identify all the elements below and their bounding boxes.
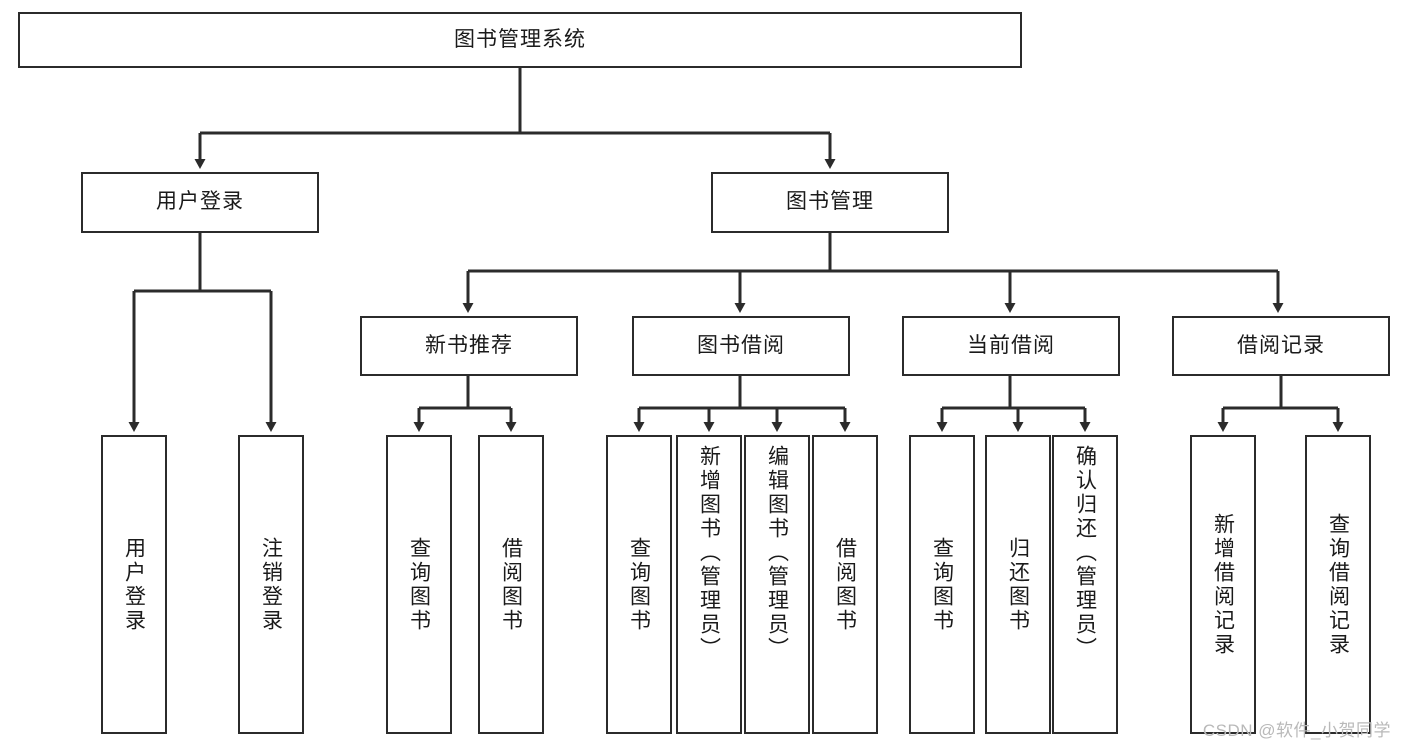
leaf-return-book-label: 归还图书 [1006,536,1030,633]
node-current-borrow[interactable]: 当前借阅 [902,316,1120,376]
node-book-management-label: 图书管理 [786,190,874,214]
leaf-user-login[interactable]: 用户登录 [101,435,167,734]
leaf-query-book-current[interactable]: 查询图书 [909,435,975,734]
node-book-borrow[interactable]: 图书借阅 [632,316,850,376]
leaf-logout[interactable]: 注销登录 [238,435,304,734]
node-borrow-record[interactable]: 借阅记录 [1172,316,1390,376]
leaf-query-borrow-record[interactable]: 查询借阅记录 [1305,435,1371,734]
node-user-login[interactable]: 用户登录 [81,172,319,233]
leaf-query-book-borrow-label: 查询图书 [627,536,651,633]
leaf-add-book-admin[interactable]: 新增图书（管理员） [676,435,742,734]
leaf-add-borrow-record-label: 新增借阅记录 [1211,512,1235,657]
node-root[interactable]: 图书管理系统 [18,12,1022,68]
leaf-add-borrow-record[interactable]: 新增借阅记录 [1190,435,1256,734]
leaf-borrow-book-recommend-label: 借阅图书 [499,536,523,633]
node-new-book-recommend[interactable]: 新书推荐 [360,316,578,376]
leaf-add-book-admin-label: 新增图书（管理员） [697,445,721,661]
leaf-edit-book-admin-label: 编辑图书（管理员） [765,445,789,661]
node-book-borrow-label: 图书借阅 [697,333,785,357]
leaf-edit-book-admin[interactable]: 编辑图书（管理员） [744,435,810,734]
node-new-book-recommend-label: 新书推荐 [425,333,513,357]
leaf-borrow-book[interactable]: 借阅图书 [812,435,878,734]
node-book-management[interactable]: 图书管理 [711,172,949,233]
leaf-confirm-return-admin[interactable]: 确认归还（管理员） [1052,435,1118,734]
leaf-query-borrow-record-label: 查询借阅记录 [1326,512,1350,657]
leaf-borrow-book-recommend[interactable]: 借阅图书 [478,435,544,734]
node-current-borrow-label: 当前借阅 [967,333,1055,357]
node-user-login-label: 用户登录 [156,190,244,214]
leaf-query-book-borrow[interactable]: 查询图书 [606,435,672,734]
leaf-return-book[interactable]: 归还图书 [985,435,1051,734]
leaf-query-book-recommend[interactable]: 查询图书 [386,435,452,734]
leaf-logout-label: 注销登录 [259,536,283,633]
node-root-label: 图书管理系统 [454,27,586,51]
leaf-user-login-label: 用户登录 [122,536,146,633]
node-borrow-record-label: 借阅记录 [1237,333,1325,357]
leaf-query-book-current-label: 查询图书 [930,536,954,633]
leaf-borrow-book-label: 借阅图书 [833,536,857,633]
watermark-text: CSDN @软件_小贺同学 [1202,721,1391,740]
leaf-query-book-recommend-label: 查询图书 [407,536,431,633]
leaf-confirm-return-admin-label: 确认归还（管理员） [1073,445,1097,661]
